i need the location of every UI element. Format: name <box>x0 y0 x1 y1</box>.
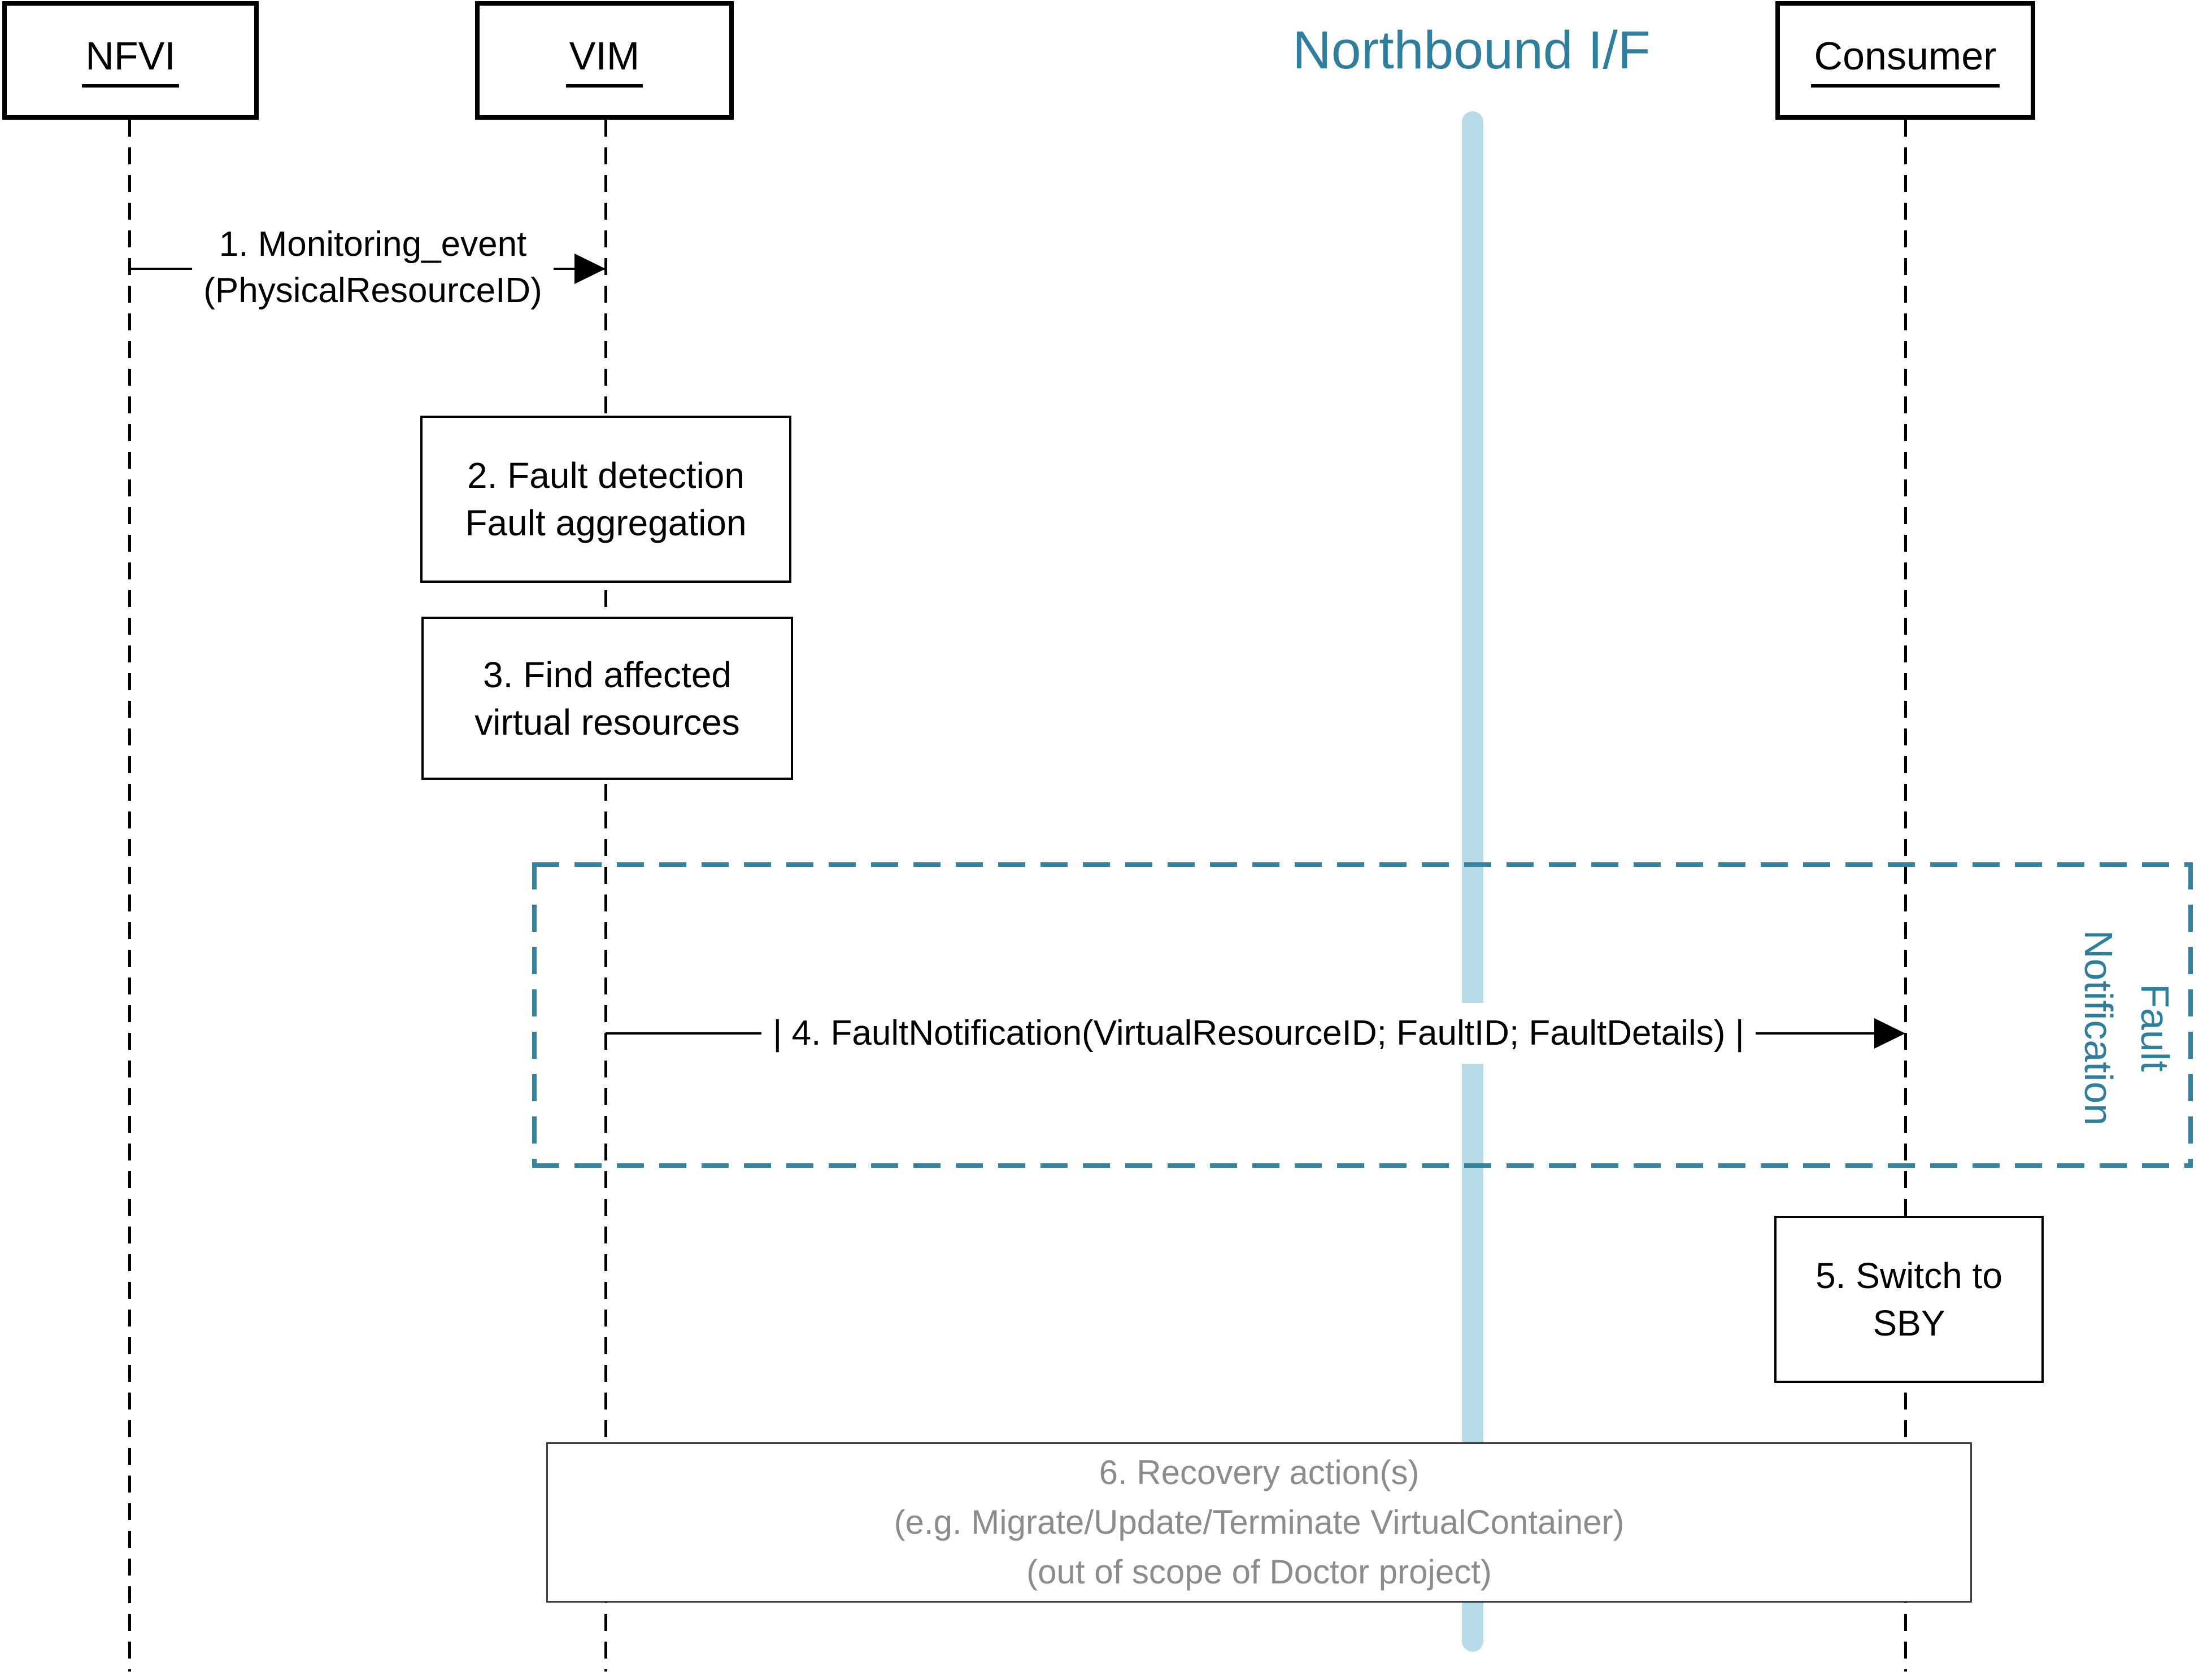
actor-box-nfvi: NFVI <box>2 1 259 120</box>
fault-notification-label: | 4. FaultNotification(VirtualResourceID… <box>761 1003 1756 1064</box>
actor-label-consumer: Consumer <box>1810 33 2000 88</box>
fault-notification-group-top-edge <box>532 862 2193 867</box>
vim-lifeline <box>604 120 607 1672</box>
step-fault-detection-line2: Fault aggregation <box>465 503 747 543</box>
step-switch-to-sby-line1: 5. Switch to <box>1815 1255 2002 1296</box>
actor-label-nfvi: NFVI <box>82 33 179 88</box>
fault-notification-group-label: Fault Notification <box>2070 881 2183 1175</box>
northbound-interface-bar <box>1462 111 1483 1652</box>
actor-box-vim: VIM <box>475 1 734 120</box>
monitoring-event-label: 1. Monitoring_event (PhysicalResourceID) <box>192 221 554 314</box>
consumer-lifeline <box>1904 120 1907 1672</box>
step-box-switch-to-sby: 5. Switch to SBY <box>1774 1216 2044 1383</box>
step-recovery-action-line3: (out of scope of Doctor project) <box>1026 1553 1492 1591</box>
step-box-recovery-action: 6. Recovery action(s) (e.g. Migrate/Upda… <box>546 1442 1972 1603</box>
step-box-find-affected: 3. Find affected virtual resources <box>421 617 793 780</box>
fault-notification-group-right-edge <box>2188 862 2193 1168</box>
fault-notification-group-left-edge <box>532 862 537 1168</box>
fault-notification-arrowhead-icon <box>1874 1018 1905 1049</box>
step-find-affected-line2: virtual resources <box>474 701 740 743</box>
actor-label-vim: VIM <box>565 33 643 88</box>
step-switch-to-sby-line2: SBY <box>1873 1303 1945 1343</box>
fault-notification-group-label-line1: Fault <box>2133 984 2177 1072</box>
step-recovery-action-line1: 6. Recovery action(s) <box>1099 1454 1420 1491</box>
monitoring-event-label-line2: (PhysicalResourceID) <box>203 271 542 310</box>
fault-notification-group-label-line2: Notification <box>2076 930 2121 1126</box>
step-box-fault-detection: 2. Fault detection Fault aggregation <box>420 416 791 583</box>
monitoring-event-arrowhead-icon <box>574 254 606 284</box>
nfvi-lifeline <box>128 120 131 1672</box>
step-fault-detection-line1: 2. Fault detection <box>467 455 745 496</box>
northbound-interface-title: Northbound I/F <box>1292 20 1651 80</box>
actor-box-consumer: Consumer <box>1775 1 2035 120</box>
monitoring-event-label-line1: 1. Monitoring_event <box>219 225 527 264</box>
fault-notification-group-bottom-edge <box>532 1163 2193 1168</box>
step-recovery-action-line2: (e.g. Migrate/Update/Terminate VirtualCo… <box>894 1503 1625 1541</box>
step-find-affected-line1: 3. Find affected <box>483 654 732 695</box>
